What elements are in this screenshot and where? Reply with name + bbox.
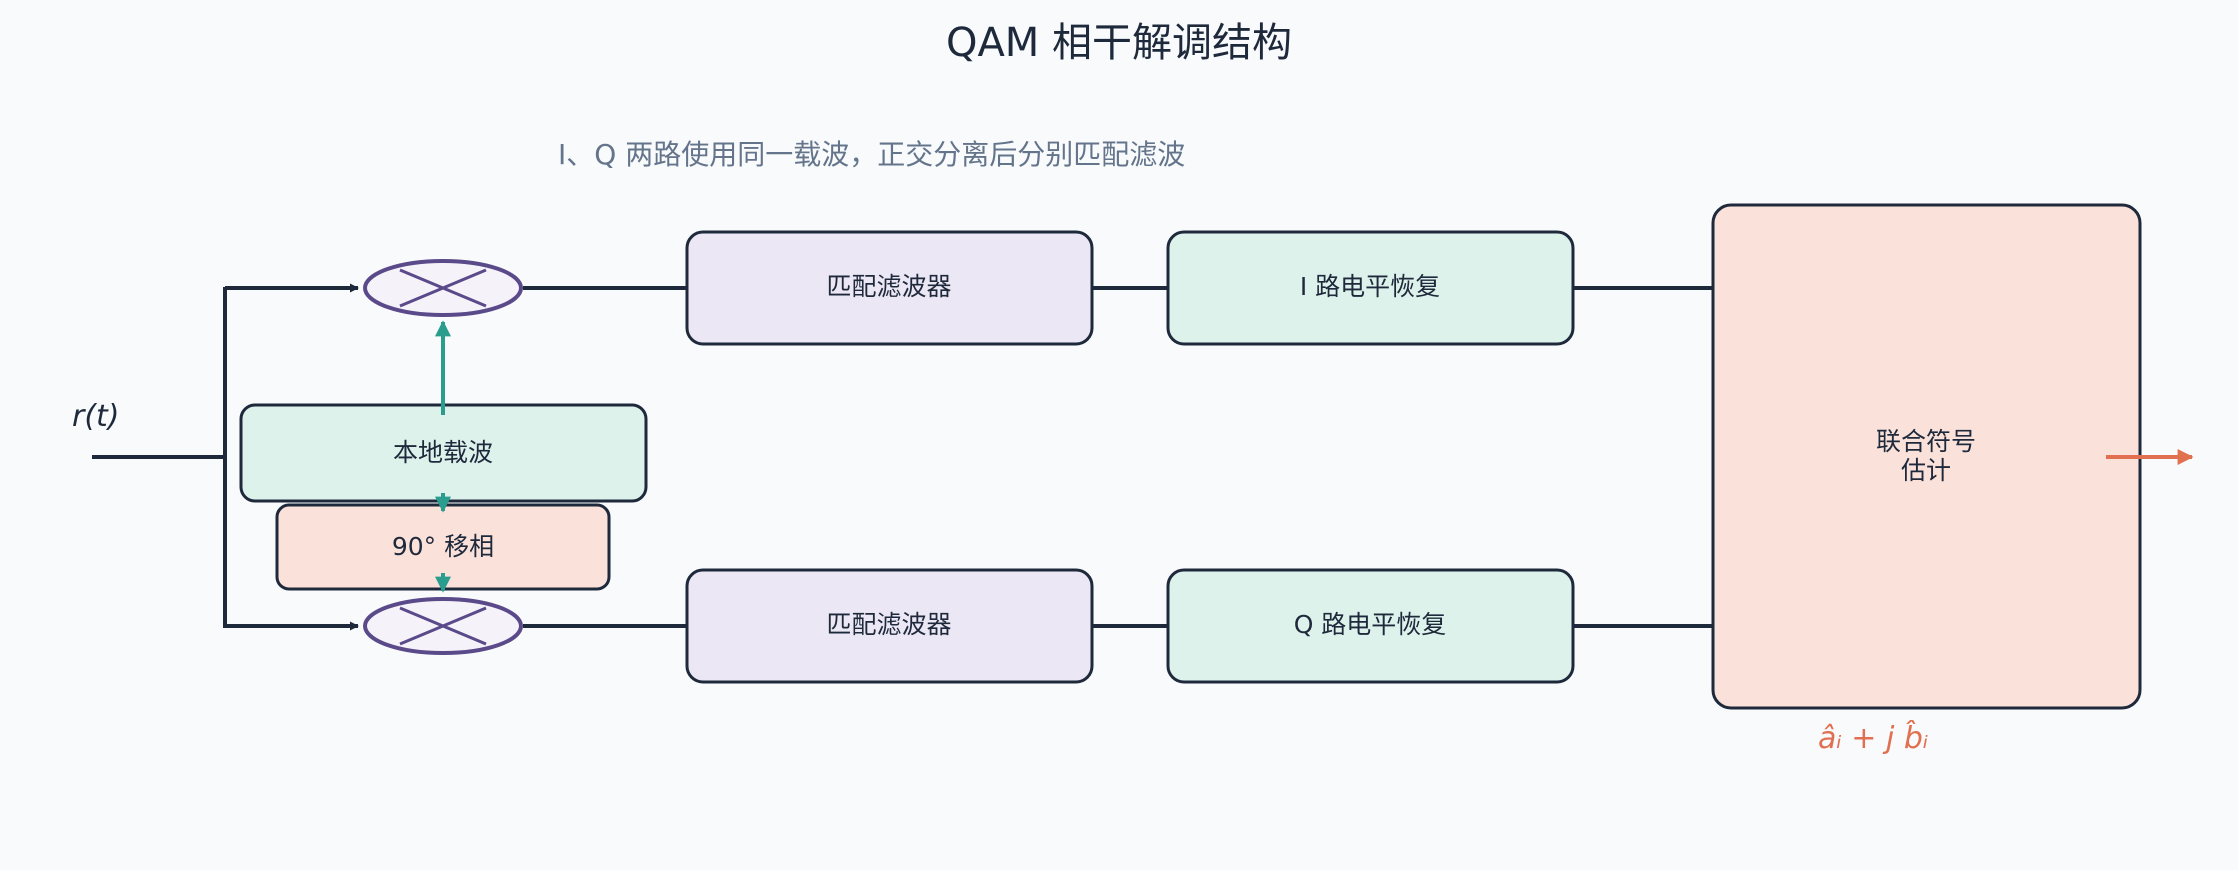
phase-shift-label: 90° 移相 (392, 532, 494, 561)
matched-filter-q-block: 匹配滤波器 (685, 568, 1094, 684)
local-carrier-label: 本地载波 (393, 438, 493, 467)
level-recovery-i-block: I 路电平恢复 (1166, 230, 1575, 346)
level-recovery-q-block: Q 路电平恢复 (1166, 568, 1575, 684)
joint-estimator-label-line2: 估计 (1901, 456, 1951, 485)
local-carrier-block: 本地载波 (239, 403, 648, 503)
mixer-i (363, 259, 523, 317)
joint-estimator-label-line1: 联合符号 (1876, 427, 1976, 456)
level-recovery-i-label: I 路电平恢复 (1300, 272, 1440, 301)
output-label: âᵢ + j b̂ᵢ (1818, 720, 1928, 756)
subtitle: I、Q 两路使用同一载波，正交分离后分别匹配滤波 (558, 138, 1185, 171)
phase-shift-block: 90° 移相 (275, 503, 611, 591)
mixer-q (363, 597, 523, 655)
input-label: r(t) (72, 399, 120, 434)
page-title: QAM 相干解调结构 (946, 20, 1292, 66)
joint-estimator-block: 联合符号 估计 (1711, 203, 2142, 710)
matched-filter-q-label: 匹配滤波器 (826, 610, 951, 639)
matched-filter-i-block: 匹配滤波器 (685, 230, 1094, 346)
matched-filter-i-label: 匹配滤波器 (826, 272, 951, 301)
level-recovery-q-label: Q 路电平恢复 (1294, 610, 1447, 639)
